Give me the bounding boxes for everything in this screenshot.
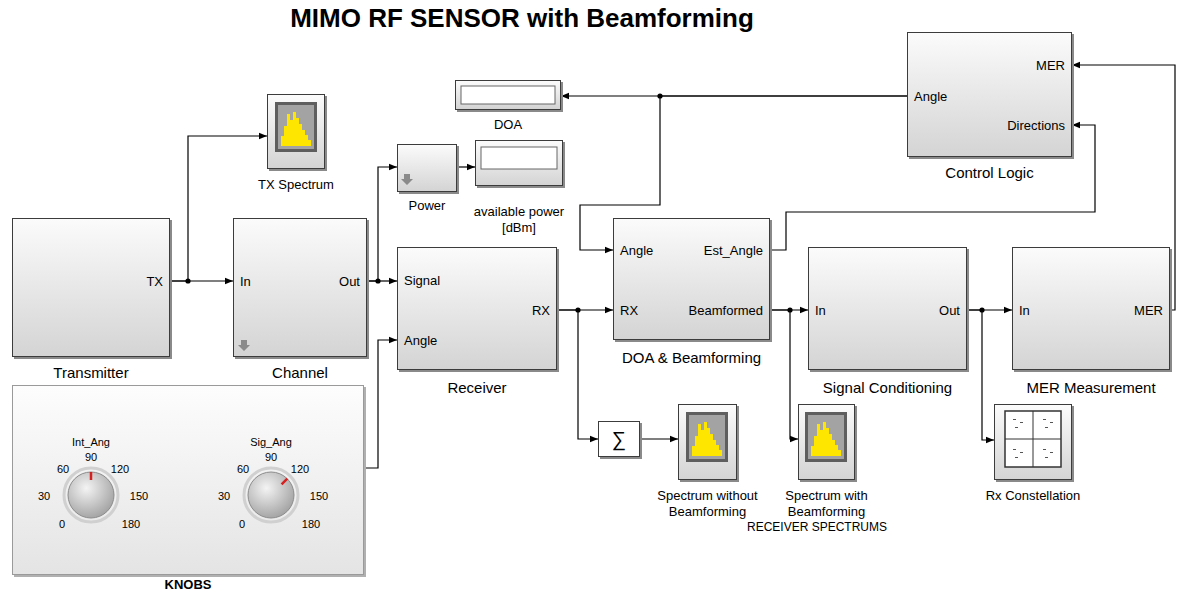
signal-line — [367, 280, 397, 281]
signal-line — [557, 310, 598, 439]
display-window — [461, 86, 555, 104]
scope-icon — [686, 412, 728, 462]
signal-line — [640, 438, 678, 439]
subsystem-block: TXTransmitter — [12, 218, 170, 357]
knob-panel: Int_Ang0306090120150180Sig_Ang0306090120… — [12, 385, 364, 575]
subsystem-block: InOutSignal Conditioning — [808, 247, 967, 370]
subsystem-block: AngleMERDirectionsControl Logic — [907, 32, 1072, 157]
constellation-icon — [1005, 411, 1061, 467]
signal-line — [967, 310, 994, 440]
signal-line — [457, 166, 475, 167]
signal-line — [367, 167, 397, 281]
subsystem-block: InOutChannel — [233, 218, 367, 357]
mask-arrow-icon — [238, 340, 250, 351]
display-window — [481, 147, 557, 169]
power-block: Power — [397, 144, 457, 192]
junction-dots — [185, 93, 984, 312]
scope-icon — [805, 412, 847, 462]
mask-arrow-icon — [401, 174, 413, 185]
subsystem-block: InMERMER Measurement — [1012, 247, 1170, 370]
scope-icon — [275, 102, 317, 152]
subsystem-block: AngleRXEst_AngleBeamformedDOA & Beamform… — [613, 218, 770, 340]
signal-line — [364, 340, 397, 468]
knob-dial — [244, 468, 298, 522]
sum-block: ∑ — [598, 421, 640, 457]
knob-dial — [64, 468, 118, 522]
signal-line — [170, 280, 233, 281]
signal-line — [770, 310, 798, 439]
subsystem-block: SignalAngleRXReceiver — [397, 247, 557, 370]
